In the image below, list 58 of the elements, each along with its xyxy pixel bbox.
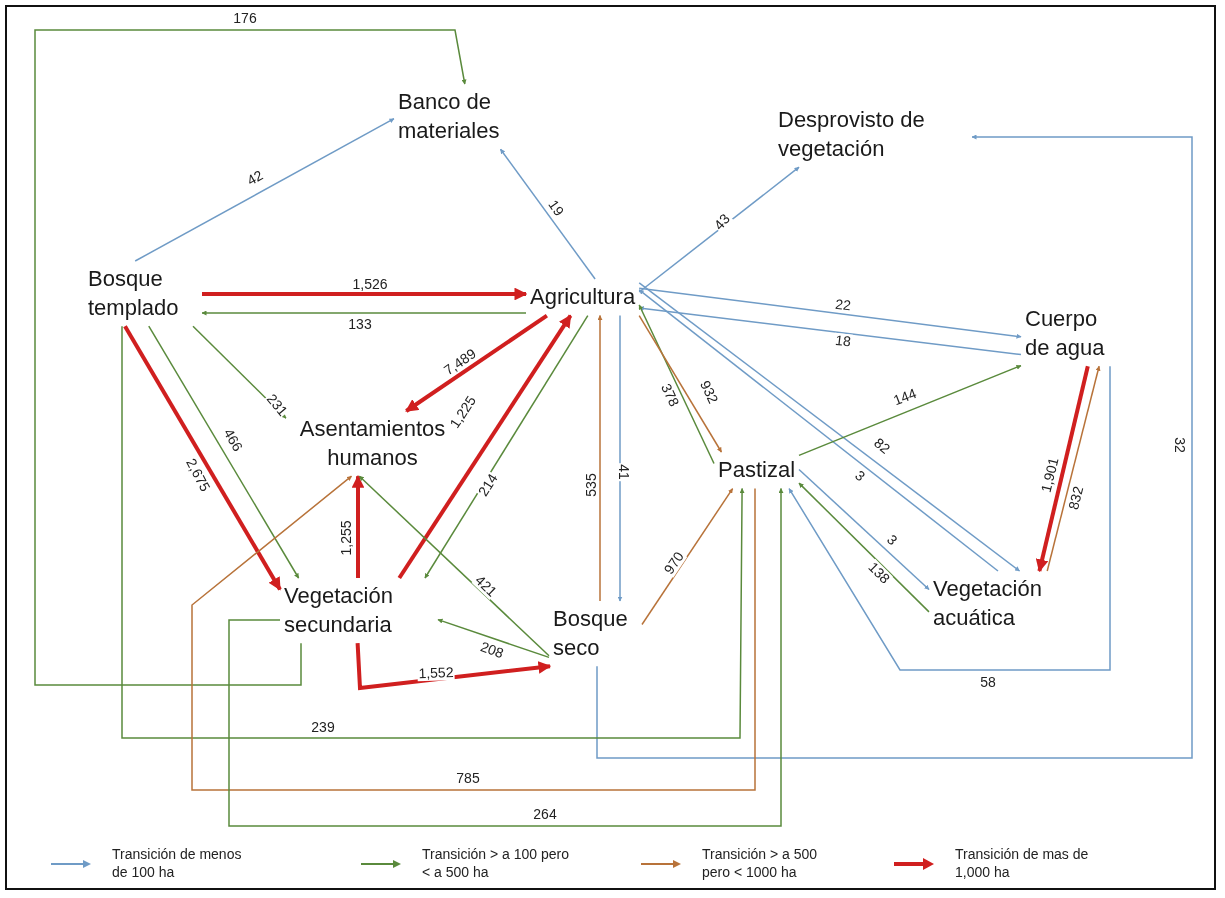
arrow <box>617 314 623 602</box>
edge-label: 1,526 <box>351 276 389 292</box>
land-cover-label: Bosque seco <box>553 605 638 663</box>
edge-label: 18 <box>833 332 853 350</box>
arrow <box>638 304 715 465</box>
edge-label: 1,552 <box>417 665 455 681</box>
arrow <box>34 29 467 686</box>
arrow <box>437 618 550 659</box>
arrow <box>1046 365 1101 572</box>
edge-label: 785 <box>455 770 481 786</box>
arrow <box>788 365 1111 671</box>
land-cover-label: Agricultura <box>530 283 636 312</box>
edge-label: 239 <box>310 719 336 735</box>
arrow <box>597 314 603 602</box>
edge-label: 1,255 <box>338 519 354 557</box>
edge-label: 133 <box>347 316 373 332</box>
land-cover-label: Desprovisto de vegetación <box>778 106 968 164</box>
arrow <box>638 166 800 293</box>
arrow <box>191 475 756 791</box>
arrow <box>798 468 930 591</box>
edge-label: 264 <box>532 806 558 822</box>
land-cover-label: Cuerpo de agua <box>1025 305 1117 363</box>
arrow <box>123 325 282 591</box>
arrow <box>405 313 549 413</box>
edge-label: 535 <box>583 472 599 498</box>
land-cover-label: Banco de materiales <box>398 88 518 146</box>
edge-label: 32 <box>1172 436 1188 454</box>
arrow <box>424 314 589 579</box>
legend-text: Transición de mas de 1,000 ha <box>955 846 1090 881</box>
edge-label: 58 <box>979 674 997 690</box>
arrow <box>798 482 930 613</box>
arrow <box>1035 365 1090 573</box>
edge-label: 41 <box>616 463 632 481</box>
arrow <box>134 117 395 262</box>
arrow <box>201 310 527 316</box>
legend-text: Transición > a 100 pero < a 500 ha <box>422 846 570 881</box>
edge-label: 176 <box>232 10 258 26</box>
land-cover-label: Vegetación secundaria <box>284 582 434 640</box>
arrow <box>638 287 1022 339</box>
arrow <box>638 314 723 453</box>
arrow <box>358 475 550 657</box>
arrow <box>351 474 365 578</box>
land-cover-label: Bosque templado <box>88 265 198 323</box>
edge-label: 22 <box>833 296 853 314</box>
arrow <box>499 148 596 280</box>
land-cover-label: Pastizal <box>718 456 796 485</box>
land-cover-label: Vegetación acuática <box>933 575 1063 633</box>
legend-text: Transición de menos de 100 ha <box>112 846 243 881</box>
arrow <box>148 325 300 579</box>
arrow <box>202 287 528 301</box>
arrow <box>397 314 573 580</box>
arrow <box>355 643 552 691</box>
arrow <box>798 364 1022 457</box>
arrow <box>228 487 784 827</box>
arrow <box>596 134 1193 759</box>
legend-text: Transición > a 500 pero < 1000 ha <box>702 846 819 881</box>
edge-label: 214 <box>475 470 501 500</box>
arrow <box>121 325 745 739</box>
